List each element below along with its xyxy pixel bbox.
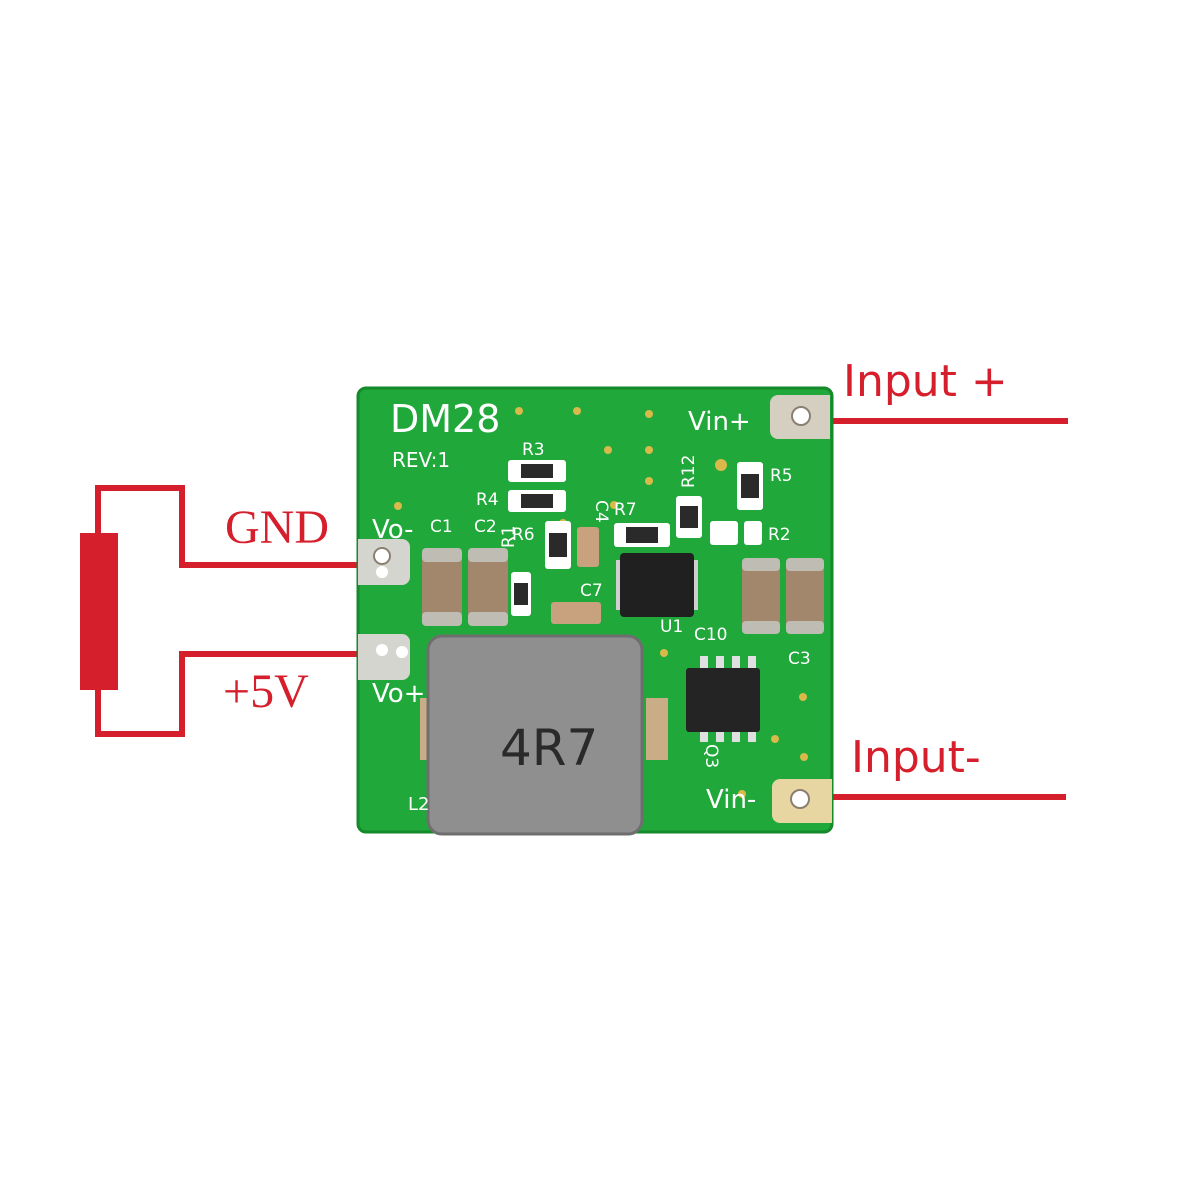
label-r7: R7: [614, 500, 637, 520]
u1-chip: [616, 553, 698, 617]
gnd-wire: [95, 485, 360, 568]
label-c1: C1: [430, 517, 453, 537]
q3-chip: [686, 656, 760, 742]
vo-plus-pad: [358, 634, 410, 680]
load-resistor-icon: [80, 533, 118, 690]
label-r3: R3: [522, 440, 545, 460]
label-r1: R1: [499, 525, 519, 548]
pcb-board: DM28 REV:1 Vin+ Vin- Vo- Vo+ C1 C2 C3 C4…: [356, 386, 834, 836]
pin-vo-plus: Vo+: [372, 679, 425, 709]
pin-vo-minus: Vo-: [372, 515, 414, 545]
vin-plus-pad: [770, 395, 830, 439]
pin-vin-minus: Vin-: [706, 785, 756, 815]
vin-minus-pad: [772, 779, 832, 823]
input-minus-annotation: Input-: [851, 732, 981, 783]
inductor-marking: 4R7: [500, 719, 598, 777]
label-c3: C3: [788, 649, 811, 669]
resistors: [508, 460, 763, 616]
label-r12: R12: [679, 455, 699, 488]
plus5v-annotation: +5V: [223, 665, 309, 718]
label-u1: U1: [660, 617, 683, 637]
input-plus-annotation: Input +: [843, 356, 1008, 407]
label-r6: R6: [512, 525, 535, 545]
vo-minus-pad: [358, 539, 410, 585]
label-c4: C4: [591, 500, 611, 523]
silkscreen: DM28 REV:1 Vin+ Vin- Vo- Vo+ C1 C2 C3 C4…: [372, 397, 811, 815]
label-c2: C2: [474, 517, 497, 537]
gnd-annotation: GND: [225, 501, 329, 554]
label-r2: R2: [768, 525, 791, 545]
label-q3: Q3: [701, 744, 721, 768]
label-c7: C7: [580, 581, 603, 601]
label-c10: C10: [694, 625, 728, 645]
plus5v-wire: [95, 651, 360, 737]
inductor-l2: [420, 634, 668, 836]
board-model: DM28: [390, 397, 500, 441]
label-r4: R4: [476, 490, 499, 510]
label-r5: R5: [770, 466, 793, 486]
wiring-diagram: [95, 418, 1068, 800]
capacitors: [422, 521, 824, 634]
pin-vin-plus: Vin+: [688, 407, 751, 437]
label-l2: L2: [408, 794, 429, 815]
board-revision: REV:1: [392, 448, 450, 472]
